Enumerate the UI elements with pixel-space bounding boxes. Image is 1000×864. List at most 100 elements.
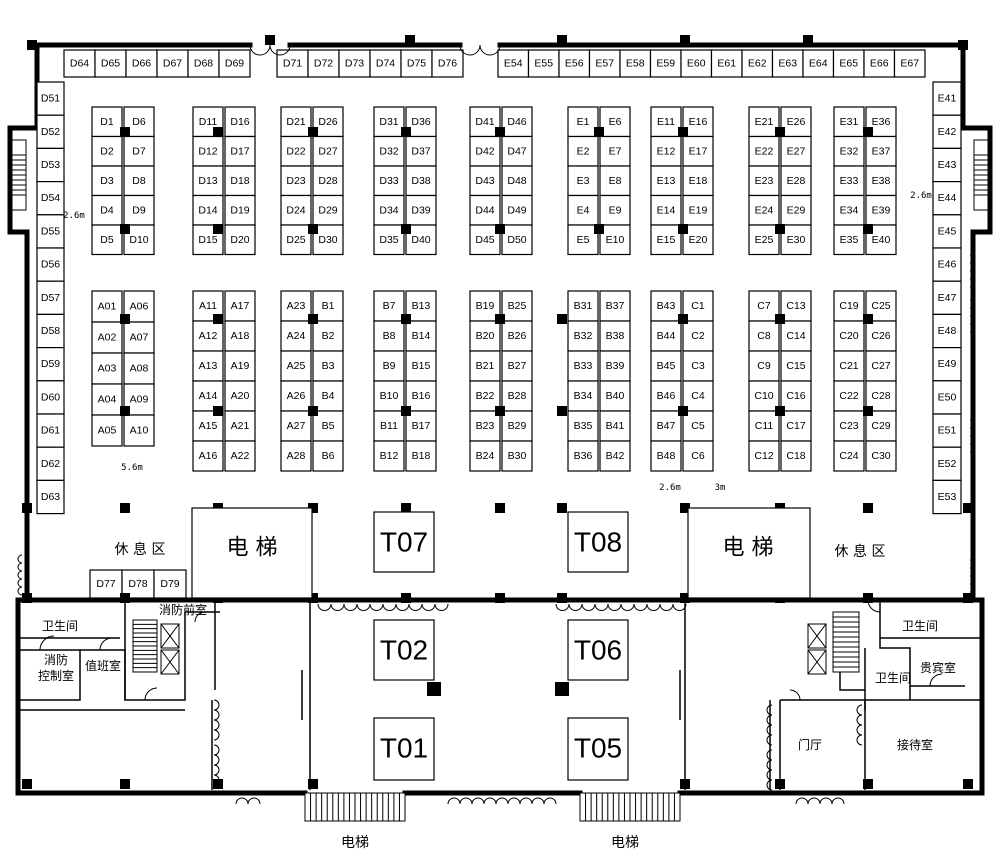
booth-label: A15	[199, 420, 218, 432]
booth-e23: E23	[748, 165, 780, 197]
booth-label: D53	[41, 159, 60, 171]
booth-box	[527, 49, 560, 78]
booth-a24: A24	[280, 320, 312, 352]
booth-box	[833, 135, 865, 167]
booth-b11: B11	[373, 410, 405, 442]
booth-d54: D54	[36, 181, 65, 216]
booth-d33: D33	[373, 165, 405, 197]
booth-label: A24	[287, 330, 306, 342]
booth-box	[373, 440, 405, 472]
booth-label: C24	[839, 450, 858, 462]
booth-e18: E18	[682, 165, 714, 197]
booth-label: D44	[475, 204, 494, 216]
booth-label: E45	[938, 225, 957, 237]
dimension-left: 2.6m	[63, 211, 85, 221]
booth-box	[650, 135, 682, 167]
booth-box	[780, 410, 812, 442]
booth-d47: D47	[501, 135, 533, 167]
booth-label: D25	[286, 234, 305, 246]
booth-label: D78	[128, 578, 147, 590]
booth-c3: C3	[682, 350, 714, 382]
booth-b10: B10	[373, 380, 405, 412]
booth-box	[36, 214, 65, 249]
booth-box	[373, 410, 405, 442]
booth-a16: A16	[192, 440, 224, 472]
booth-d65: D65	[94, 49, 127, 78]
booth-d17: D17	[224, 135, 256, 167]
booth-label: B18	[412, 450, 431, 462]
booth-box	[469, 194, 501, 226]
booth-label: E38	[872, 175, 891, 187]
booth-box	[567, 165, 599, 197]
door-swing	[543, 797, 557, 805]
booth-box	[224, 290, 256, 322]
booth-label: D36	[411, 116, 430, 128]
booth-label: E40	[872, 234, 891, 246]
door-swing	[507, 797, 521, 805]
booth-label: D23	[286, 175, 305, 187]
booth-label: C1	[691, 300, 705, 312]
booth-label: E18	[689, 175, 708, 187]
booth-e37: E37	[865, 135, 897, 167]
booth-e33: E33	[833, 165, 865, 197]
booth-label: D31	[379, 116, 398, 128]
booth-c27: C27	[865, 350, 897, 382]
booth-e55: E55	[527, 49, 560, 78]
booth-d67: D67	[156, 49, 189, 78]
booth-label: A17	[231, 300, 250, 312]
booth-d46: D46	[501, 106, 533, 138]
booth-label: D48	[507, 175, 526, 187]
booth-d8: D8	[123, 165, 155, 197]
booth-label: C19	[839, 300, 858, 312]
booth-label: E2	[577, 145, 590, 157]
booth-a25: A25	[280, 350, 312, 382]
rest-area-left-label: 休 息 区	[115, 541, 166, 558]
door-swing	[356, 603, 371, 611]
pillar	[401, 224, 411, 234]
booth-box	[833, 194, 865, 226]
booth-b27: B27	[501, 350, 533, 382]
booth-box	[280, 440, 312, 472]
booth-label: C12	[754, 450, 773, 462]
booth-box	[682, 350, 714, 382]
fire-front-room-label: 消防前室	[159, 602, 207, 617]
pillar	[401, 406, 411, 416]
booth-d25: D25	[280, 224, 312, 256]
booth-d52: D52	[36, 114, 65, 149]
booth-box	[748, 410, 780, 442]
booth-box	[373, 224, 405, 256]
pillar	[308, 779, 318, 789]
booth-label: B47	[657, 420, 676, 432]
booth-d72: D72	[307, 49, 340, 78]
door-swings	[17, 44, 975, 805]
pillar	[680, 503, 690, 513]
pillar	[678, 224, 688, 234]
booth-box	[373, 165, 405, 197]
booth-b39: B39	[599, 350, 631, 382]
booth-e63: E63	[771, 49, 804, 78]
booth-d4: D4	[91, 194, 123, 226]
booth-box	[373, 320, 405, 352]
door-swing	[672, 603, 687, 611]
booth-b1: B1	[312, 290, 344, 322]
pillar	[120, 224, 130, 234]
svg-text:T02: T02	[380, 635, 428, 666]
booth-label: B3	[322, 360, 335, 372]
booth-label: B41	[606, 420, 625, 432]
booth-d3: D3	[91, 165, 123, 197]
booth-label: C21	[839, 360, 858, 372]
booth-box	[833, 290, 865, 322]
booth-box	[192, 380, 224, 412]
booth-box	[405, 194, 437, 226]
pillar	[958, 40, 968, 50]
booth-label: D61	[41, 425, 60, 437]
booth-box	[91, 290, 123, 323]
booth-box	[501, 106, 533, 138]
booth-box	[865, 165, 897, 197]
booth-box	[501, 380, 533, 412]
booth-label: E11	[657, 116, 675, 128]
booth-d63: D63	[36, 479, 65, 515]
door-swing	[795, 797, 809, 805]
booth-box	[501, 194, 533, 226]
